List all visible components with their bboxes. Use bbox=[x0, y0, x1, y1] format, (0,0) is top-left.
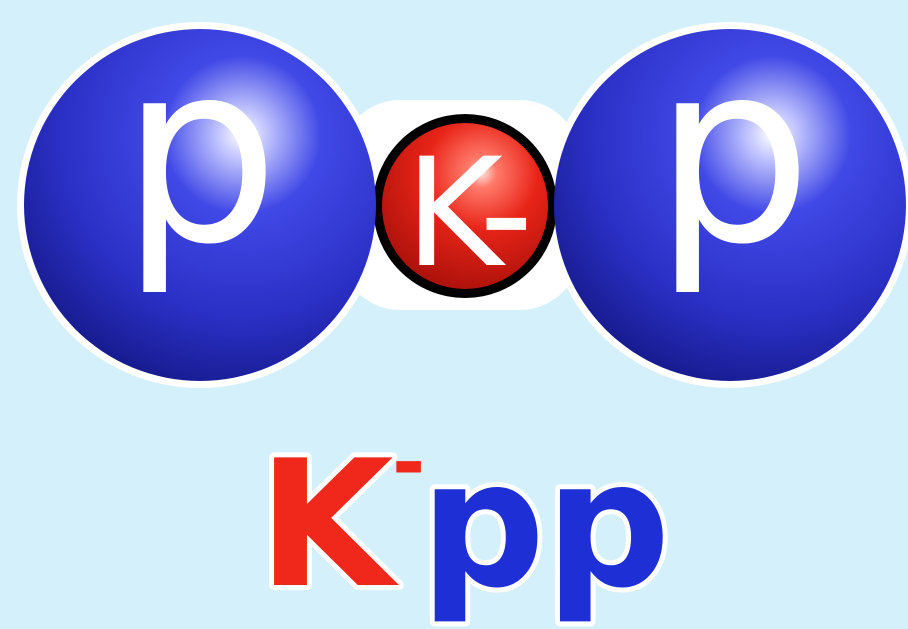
caption-kaon-charge: - bbox=[392, 416, 425, 509]
left-proton-sphere: p bbox=[24, 8, 376, 381]
right-proton-label: p bbox=[654, 8, 813, 299]
caption-kaon-outline: K bbox=[258, 424, 399, 627]
caption-kaon-letter: K bbox=[258, 424, 399, 627]
left-proton-label: p bbox=[121, 8, 280, 299]
caption-protons-outline: pp bbox=[420, 424, 671, 627]
right-proton-sphere: p bbox=[554, 8, 906, 381]
kaon-label: K- bbox=[405, 127, 527, 301]
caption: K pp K - pp bbox=[253, 416, 676, 629]
caption-protons: pp bbox=[420, 424, 671, 627]
kaon-sphere: K- bbox=[373, 114, 557, 301]
